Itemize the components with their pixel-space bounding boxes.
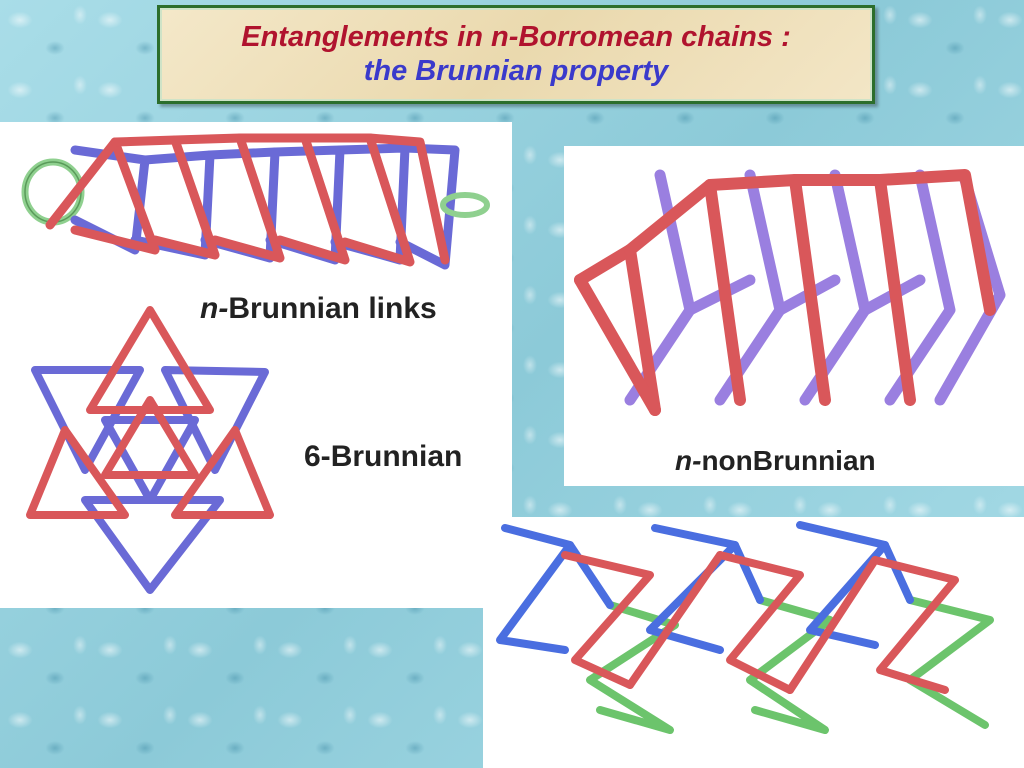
slide-title: Entanglements in n-Borromean chains : bbox=[241, 21, 791, 53]
left-figure-panel-bottom bbox=[0, 486, 350, 608]
borromean-zigzag-chain-figure bbox=[496, 521, 994, 734]
n-nonbrunnian-caption-prefix: n- bbox=[675, 445, 702, 476]
six-brunnian-caption-text: Brunnian bbox=[330, 440, 463, 473]
n-brunnian-caption-prefix: n- bbox=[200, 292, 229, 325]
n-nonbrunnian-caption-text: nonBrunnian bbox=[701, 445, 876, 476]
six-brunnian-star-figure bbox=[26, 306, 274, 594]
slide-subtitle: the Brunnian property bbox=[363, 55, 669, 87]
n-brunnian-caption: n-Brunnian links bbox=[200, 292, 437, 326]
title-box: Entanglements in n-Borromean chains : th… bbox=[157, 5, 875, 104]
six-brunnian-caption-prefix: 6- bbox=[304, 440, 331, 473]
n-brunnian-chain-figure bbox=[21, 133, 490, 270]
n-brunnian-caption-text: Brunnian links bbox=[228, 292, 437, 325]
n-nonbrunnian-figure bbox=[574, 169, 1006, 416]
n-nonbrunnian-caption: n-nonBrunnian bbox=[675, 445, 876, 477]
six-brunnian-caption: 6-Brunnian bbox=[304, 440, 462, 474]
